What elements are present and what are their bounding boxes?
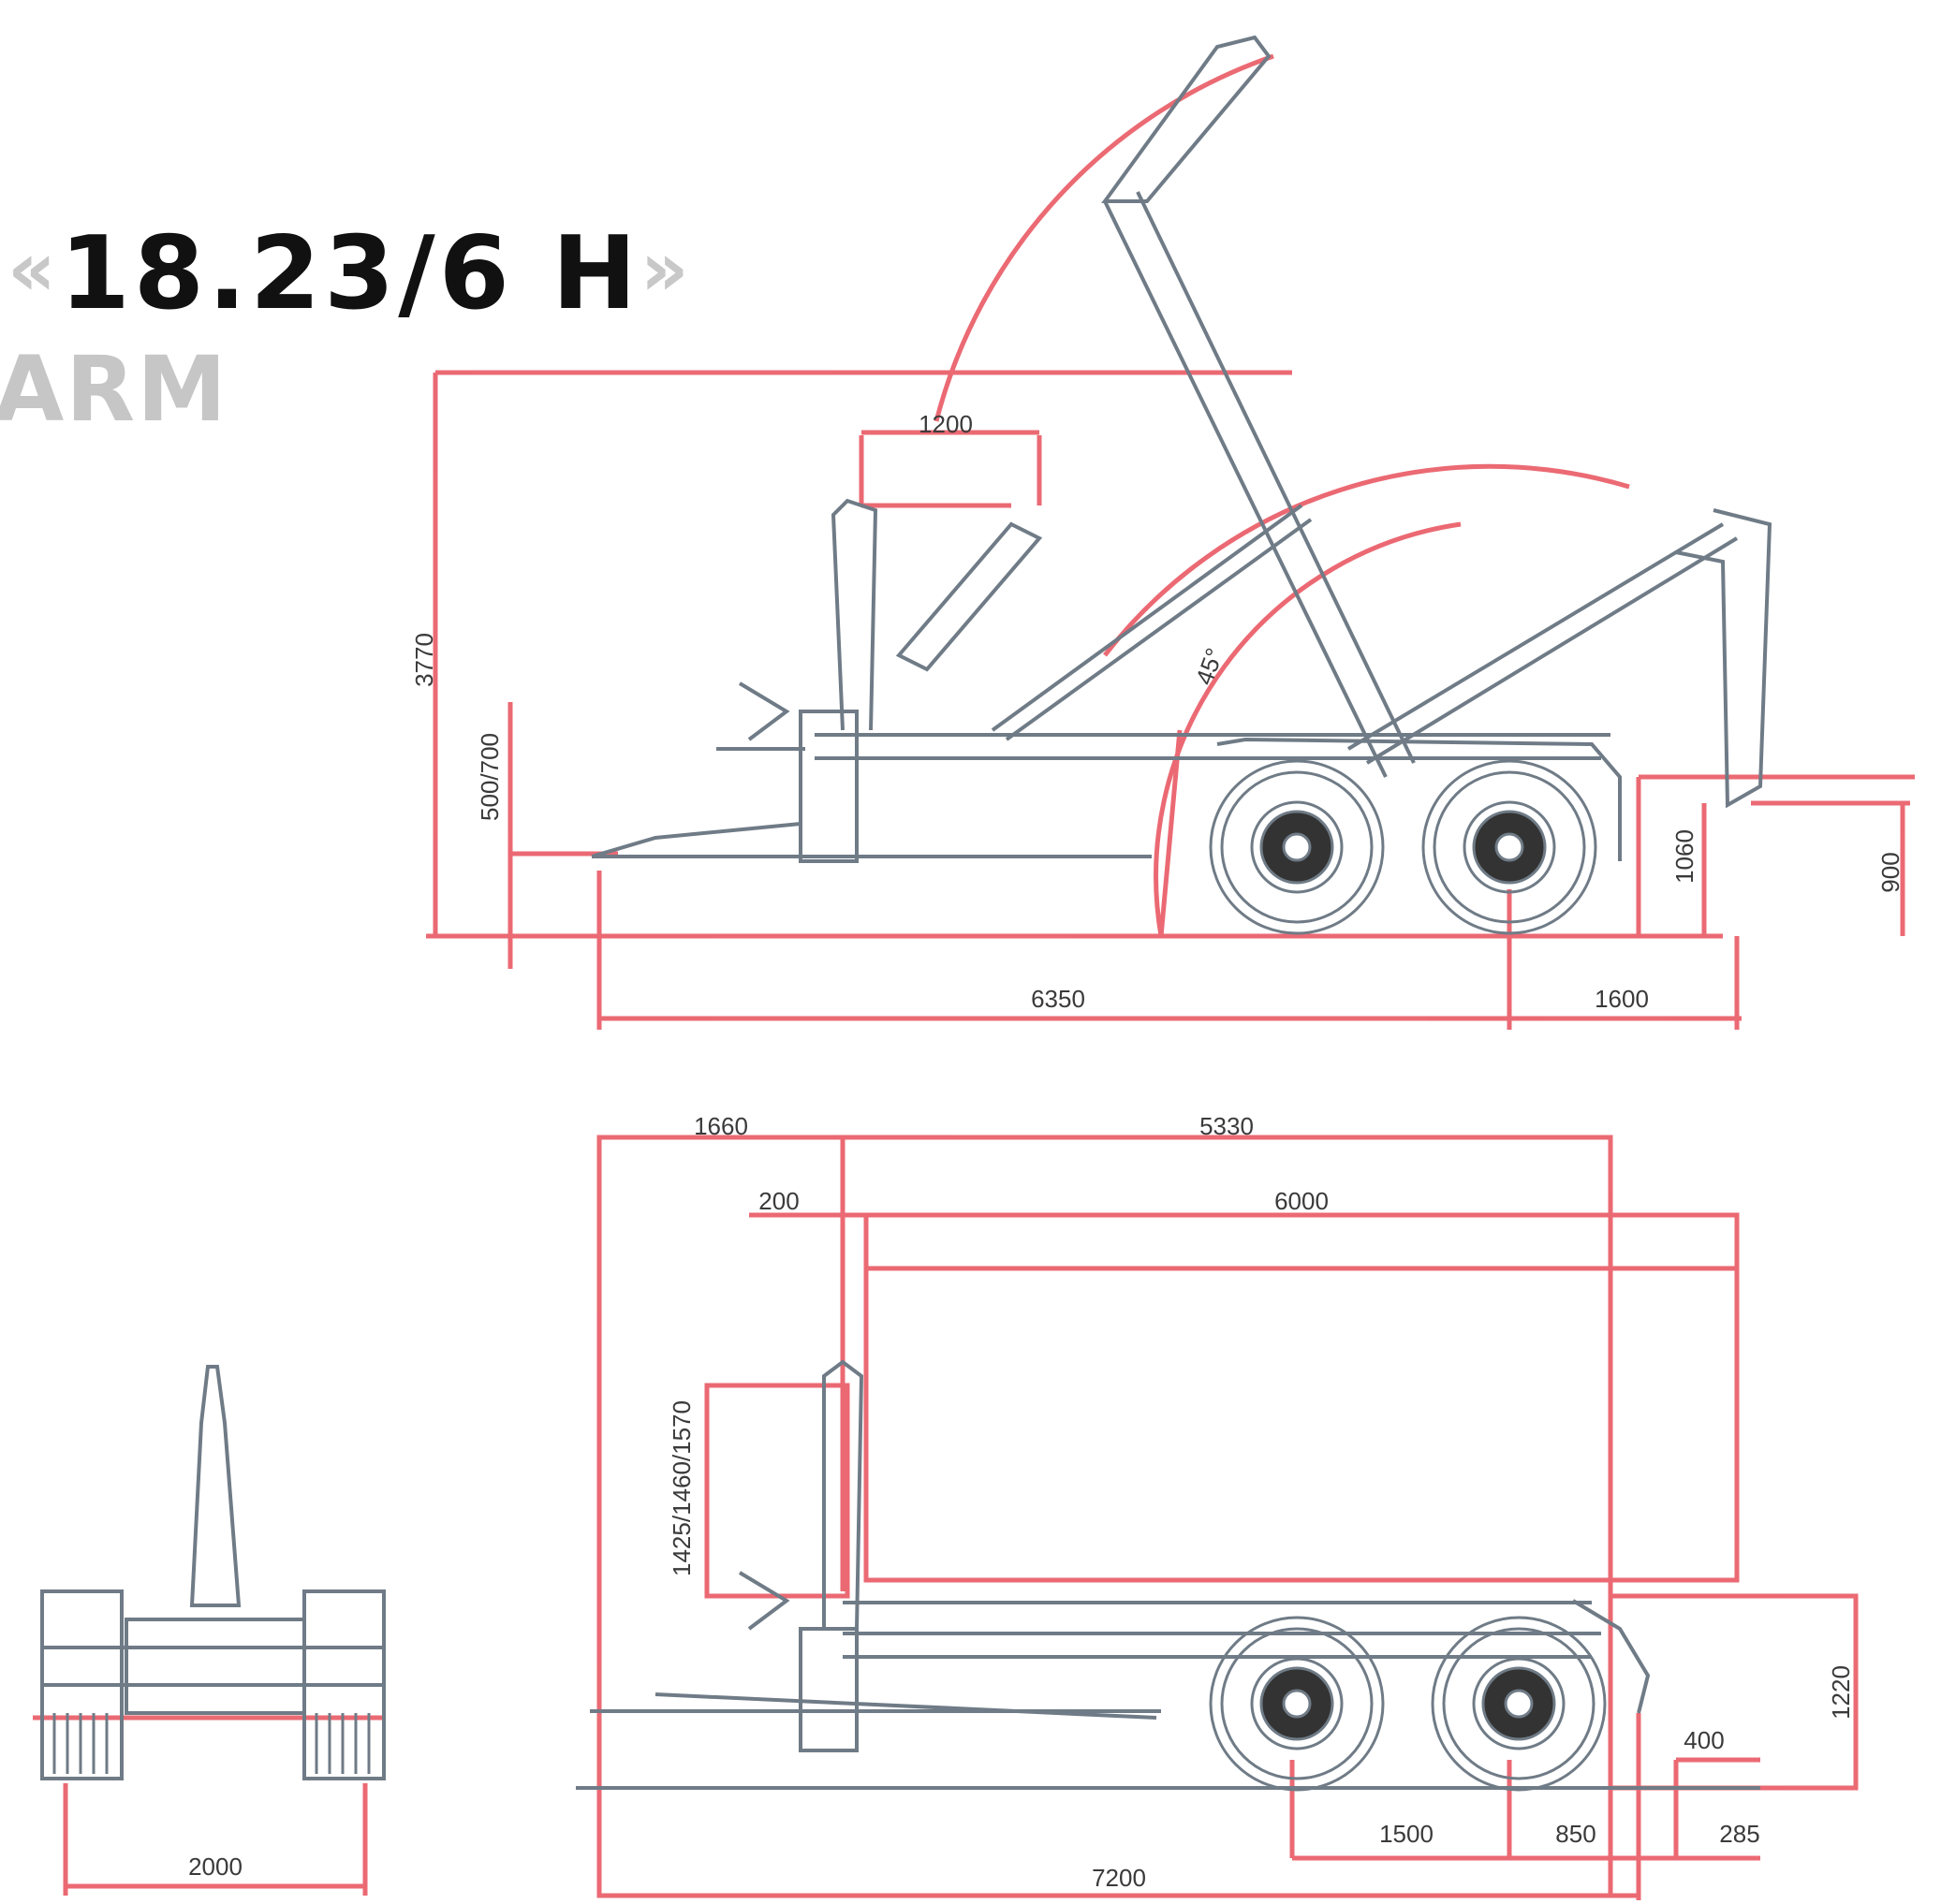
model-name: 18.23/6 H bbox=[59, 215, 640, 332]
side-view: 1200 3770 500/700 45° 1060 900 6350 1600 bbox=[410, 35, 1915, 1030]
rear-view-outline bbox=[40, 1365, 386, 1780]
rear-view: 2000 bbox=[33, 1365, 386, 1896]
plan-view: 1660 5330 200 6000 1425/1460/1570 1220 4… bbox=[576, 1112, 1859, 1900]
dim-overall-height: 3770 bbox=[410, 633, 438, 687]
subtitle: ARM bbox=[0, 337, 228, 442]
plan-view-rear-wheel bbox=[1431, 1616, 1607, 1792]
dim-offset: 200 bbox=[758, 1187, 799, 1215]
side-view-chassis bbox=[591, 35, 1772, 863]
dim-length: 6350 bbox=[1031, 985, 1085, 1013]
dim-track: 2000 bbox=[188, 1853, 243, 1881]
dim-arm-reach: 1200 bbox=[919, 410, 973, 438]
open-quote: « bbox=[7, 226, 60, 313]
dim-front: 1660 bbox=[694, 1112, 748, 1140]
dim-arm-height: 1425/1460/1570 bbox=[668, 1400, 696, 1576]
side-view-dimension-lines bbox=[426, 53, 1915, 1030]
dim-rear-length: 1600 bbox=[1595, 985, 1649, 1013]
dim-angle: 45° bbox=[1190, 644, 1229, 688]
dim-rear-step: 400 bbox=[1684, 1726, 1724, 1754]
plan-view-front-wheel bbox=[1209, 1616, 1385, 1792]
dim-deck-height: 1220 bbox=[1827, 1665, 1855, 1720]
dim-overall-length: 7200 bbox=[1092, 1864, 1146, 1892]
model-title: «18.23/6 H» bbox=[7, 215, 693, 332]
dim-axle-spacing: 850 bbox=[1555, 1820, 1595, 1848]
dim-frame: 5330 bbox=[1199, 1112, 1254, 1140]
dim-hitch-height: 500/700 bbox=[476, 733, 504, 821]
plan-view-dimension-lines bbox=[596, 1135, 1859, 1900]
plan-view-chassis bbox=[590, 1359, 1651, 1752]
dim-rear-overhang-height: 900 bbox=[1876, 852, 1904, 892]
dim-container: 6000 bbox=[1274, 1187, 1329, 1215]
close-quote: » bbox=[640, 226, 693, 313]
dim-rear-height: 1060 bbox=[1670, 829, 1698, 884]
dim-rear: 285 bbox=[1719, 1820, 1759, 1848]
rear-view-dimension-lines bbox=[33, 1715, 384, 1896]
side-view-front-wheel bbox=[1209, 759, 1385, 935]
dim-axle-front: 1500 bbox=[1379, 1820, 1434, 1848]
